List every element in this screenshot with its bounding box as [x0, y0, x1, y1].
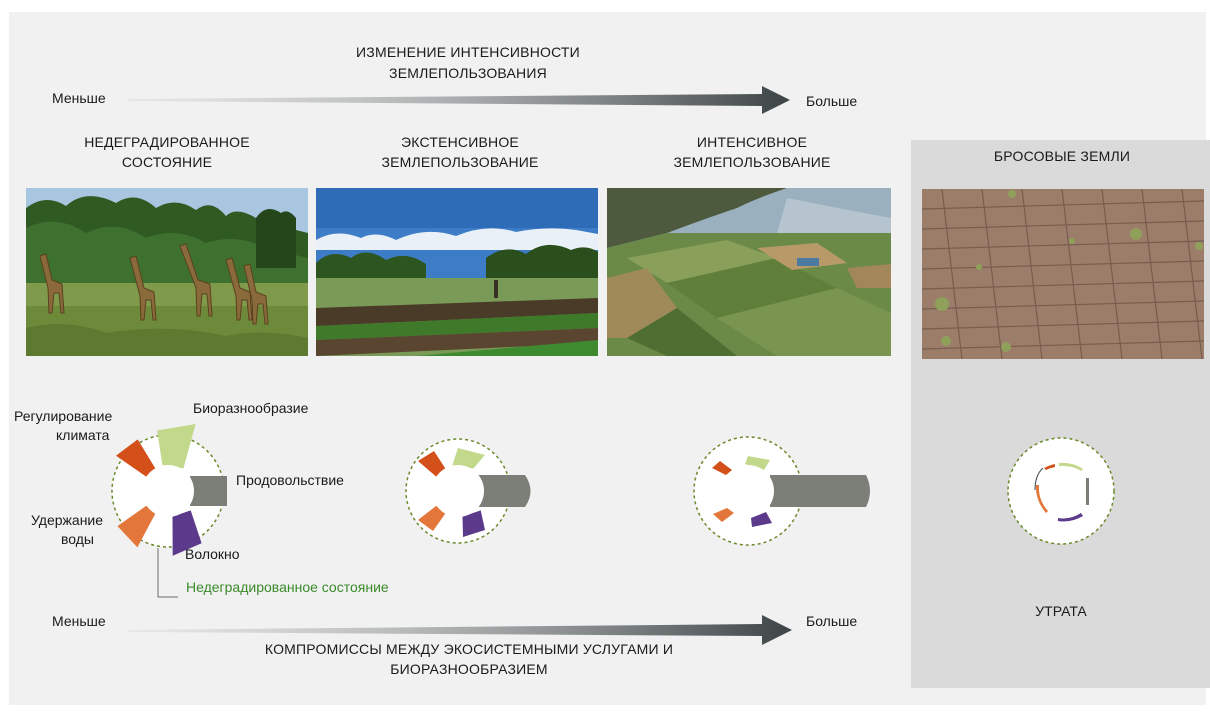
column-heading-abandoned: БРОСОВЫЕ ЗЕМЛИ	[993, 148, 1131, 164]
water-retention-segment	[117, 505, 156, 548]
climate-regulation-segment	[116, 439, 156, 477]
fiber-segment	[172, 510, 202, 556]
top-axis-less-label: Меньше	[52, 90, 106, 106]
fiber-segment	[1058, 513, 1083, 522]
legend-water-line2: воды	[61, 531, 94, 547]
top-axis-more-label: Больше	[806, 93, 858, 109]
loss-label: УТРАТА	[1035, 603, 1087, 619]
top-intensity-arrow	[128, 86, 790, 114]
rose-diagram-undegraded	[111, 424, 227, 556]
water-retention-segment	[418, 505, 446, 531]
bottom-axis-title-line1: КОМПРОМИССЫ МЕЖДУ ЭКОСИСТЕМНЫМИ УСЛУГАМИ…	[264, 641, 674, 657]
column-heading-intensive-line1: ИНТЕНСИВНОЕ	[696, 134, 808, 150]
bottom-axis-less-label: Меньше	[52, 613, 106, 629]
savanna-giraffes-photo	[26, 188, 308, 356]
bottom-axis-more-label: Больше	[806, 613, 858, 629]
bottom-tradeoff-arrow	[128, 615, 792, 645]
rose-diagram-abandoned	[1007, 437, 1115, 545]
rose-diagram-extensive	[405, 438, 531, 544]
legend-reference-state: Недеградированное состояние	[186, 579, 389, 595]
climate-regulation-segment	[418, 451, 446, 477]
reference-ring	[1007, 437, 1115, 545]
fiber-segment	[751, 512, 772, 527]
biodiversity-segment	[1059, 462, 1083, 471]
column-heading-undegraded-line2: СОСТОЯНИЕ	[121, 154, 213, 170]
column-heading-extensive-line1: ЭКСТЕНСИВНОЕ	[401, 134, 519, 150]
fiber-segment	[462, 510, 485, 537]
reference-leader-line	[157, 548, 178, 598]
water-retention-segment	[1035, 485, 1048, 513]
column-heading-undegraded-line1: НЕДЕГРАДИРОВАННОЕ	[84, 134, 250, 150]
food-segment	[1086, 478, 1089, 505]
food-segment	[190, 476, 227, 506]
top-axis-title-line1: ИЗМЕНЕНИЕ ИНТЕНСИВНОСТИ	[356, 44, 580, 60]
legend-water-line1: Удержание	[31, 512, 104, 528]
legend-climate-line1: Регулирование	[14, 408, 113, 424]
intensive-farmland-aerial-photo	[607, 188, 891, 356]
column-heading-intensive-line2: ЗЕМЛЕПОЛЬЗОВАНИЕ	[673, 154, 831, 170]
food-segment	[478, 475, 531, 507]
legend-biodiversity: Биоразнообразие	[193, 400, 309, 416]
legend-climate-line2: климата	[56, 427, 110, 443]
biodiversity-segment	[157, 424, 196, 469]
legend-food: Продовольствие	[236, 472, 344, 488]
bottom-axis-title-line2: БИОРАЗНООБРАЗИЕМ	[390, 661, 548, 677]
water-retention-segment	[713, 508, 734, 522]
climate-regulation-segment	[712, 461, 732, 475]
small-farm-photo	[316, 188, 598, 356]
abandoned-land-photo	[922, 189, 1204, 359]
column-heading-extensive-line2: ЗЕМЛЕПОЛЬЗОВАНИЕ	[381, 154, 539, 170]
biodiversity-segment	[452, 448, 485, 469]
food-segment	[770, 475, 870, 507]
climate-regulation-segment	[1044, 464, 1055, 470]
biodiversity-segment	[745, 456, 770, 470]
rose-diagram-intensive	[693, 436, 870, 546]
legend-fiber: Волокно	[185, 546, 240, 562]
top-axis-title-line2: ЗЕМЛЕПОЛЬЗОВАНИЯ	[389, 65, 547, 81]
